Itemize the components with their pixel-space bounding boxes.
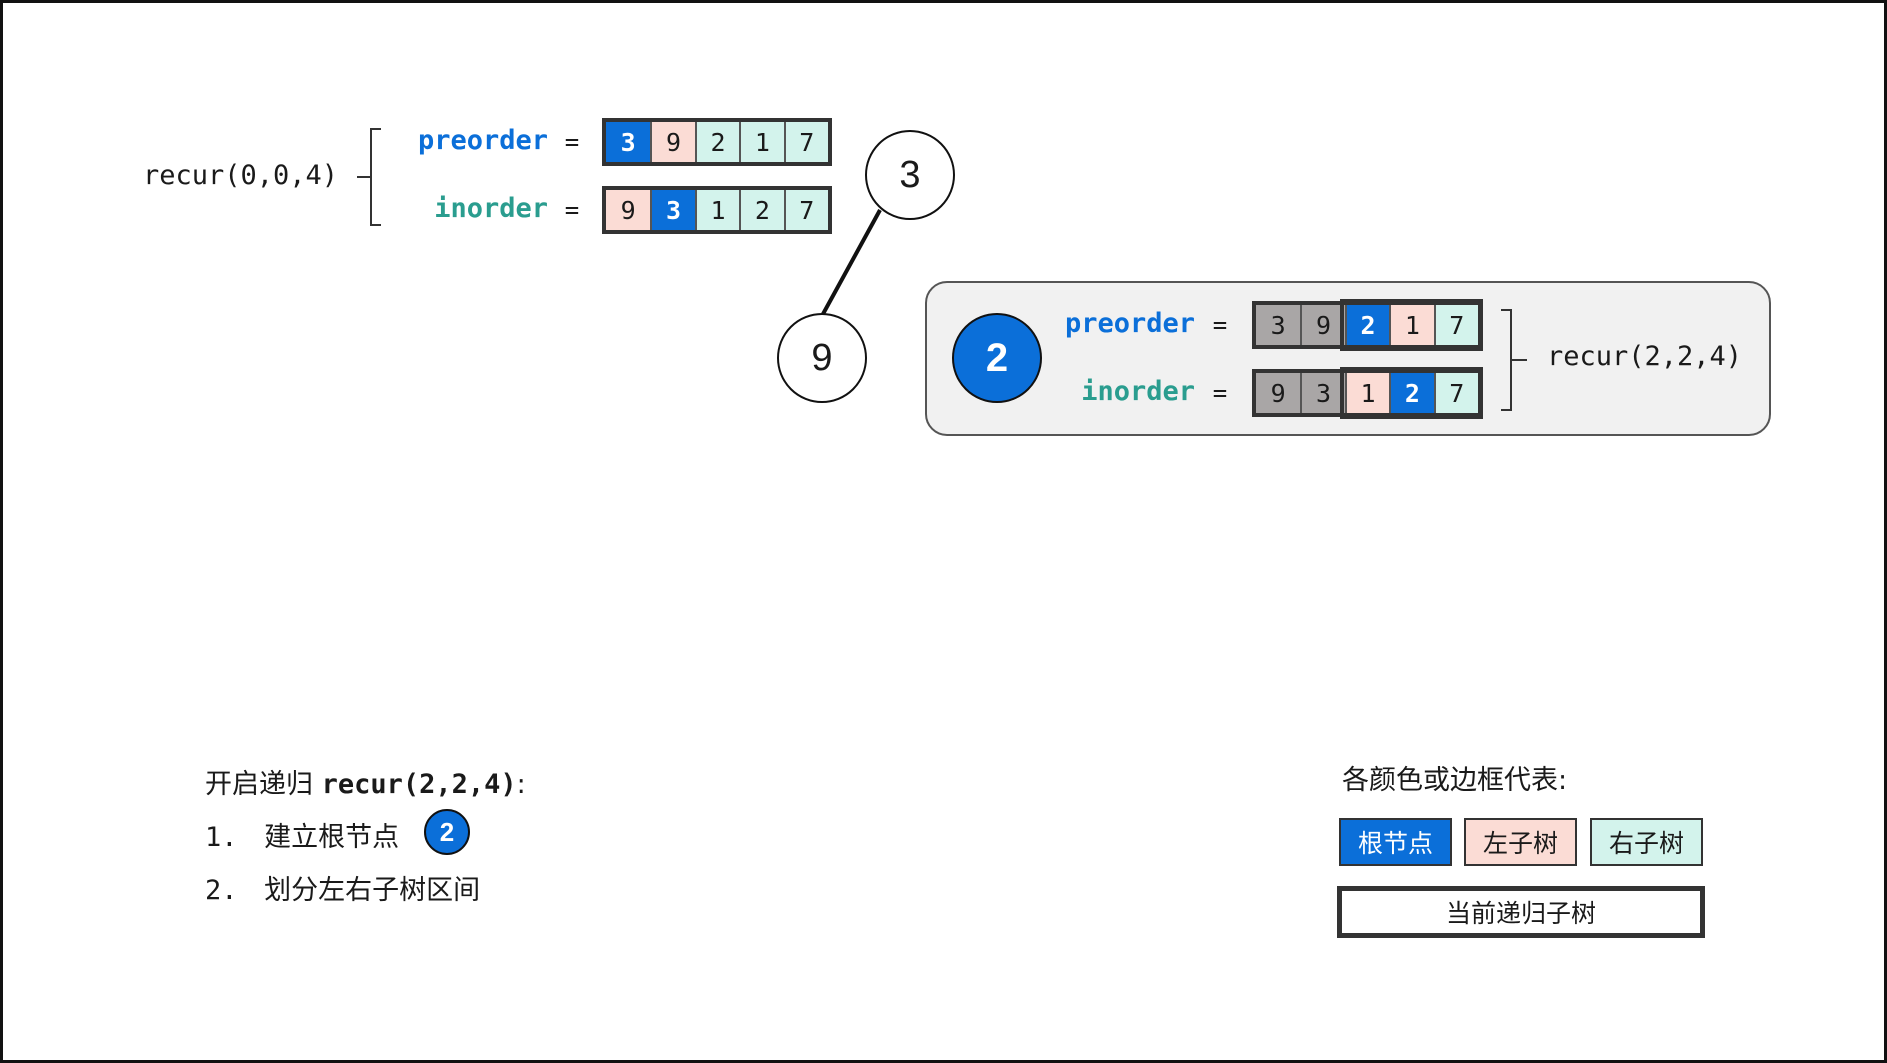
legend-left-subtree: 左子树 xyxy=(1464,818,1577,866)
active-inorder-cell-0: 9 xyxy=(1256,373,1301,413)
top-preorder-array: 3 9 2 1 7 xyxy=(602,118,832,166)
step-2: 2. 划分左右子树区间 xyxy=(205,868,480,907)
top-call-label: recur(0,0,4) xyxy=(143,160,339,191)
active-preorder-cell-1: 9 xyxy=(1300,305,1345,345)
legend-title: 各颜色或边框代表: xyxy=(1342,765,1568,796)
top-preorder-cell-4: 7 xyxy=(783,122,829,162)
active-call-label: recur(2,2,4) xyxy=(1547,341,1743,372)
legend-right-subtree: 右子树 xyxy=(1590,818,1703,866)
step-1-number: 1. xyxy=(205,822,238,853)
top-preorder-cell-3: 1 xyxy=(739,122,784,162)
active-preorder-cell-2: 2 xyxy=(1344,305,1390,345)
active-preorder-eq: = xyxy=(1212,311,1228,339)
edge-3-9 xyxy=(821,209,882,315)
active-preorder-current-subtree xyxy=(1340,299,1483,351)
active-inorder-cell-1: 3 xyxy=(1300,373,1345,413)
top-inorder-array: 9 3 1 2 7 xyxy=(602,186,832,234)
top-inorder-cell-1: 3 xyxy=(650,190,695,230)
active-inorder-cell-3: 2 xyxy=(1389,373,1434,413)
step-2-text: 划分左右子树区间 xyxy=(264,875,481,906)
active-inorder-eq: = xyxy=(1212,379,1228,407)
top-inorder-cell-3: 2 xyxy=(739,190,784,230)
top-preorder-cell-0: 3 xyxy=(606,122,651,162)
step-2-number: 2. xyxy=(205,875,238,906)
active-preorder-cell-0: 3 xyxy=(1256,305,1301,345)
step-1-text: 建立根节点 xyxy=(264,822,400,853)
active-preorder-cell-4: 7 xyxy=(1433,305,1479,345)
step-1: 1. 建立根节点 xyxy=(205,815,399,854)
active-inorder-label: inorder xyxy=(1081,376,1195,407)
top-inorder-eq: = xyxy=(564,196,580,224)
tree-node-root: 3 xyxy=(865,130,955,220)
active-inorder-array: 9 3 1 2 7 xyxy=(1252,369,1482,417)
steps-title: 开启递归 recur(2,2,4): xyxy=(205,762,526,801)
steps-title-prefix: 开启递归 xyxy=(205,769,322,800)
steps-title-code: recur(2,2,4) xyxy=(321,769,517,800)
top-call-brace xyxy=(357,128,381,226)
top-preorder-cell-1: 9 xyxy=(650,122,695,162)
active-preorder-cell-3: 1 xyxy=(1389,305,1434,345)
top-preorder-label: preorder xyxy=(417,125,548,156)
top-preorder-cell-2: 2 xyxy=(694,122,740,162)
active-preorder-label: preorder xyxy=(1064,308,1195,339)
tree-node-left: 9 xyxy=(777,313,867,403)
active-call-brace xyxy=(1501,309,1527,411)
top-inorder-label: inorder xyxy=(434,193,548,224)
active-inorder-cell-4: 7 xyxy=(1433,373,1479,413)
legend-root: 根节点 xyxy=(1339,818,1452,866)
top-inorder-cell-4: 7 xyxy=(783,190,829,230)
steps-title-suffix: : xyxy=(516,769,526,800)
active-inorder-cell-2: 1 xyxy=(1344,373,1390,413)
legend-current-subtree: 当前递归子树 xyxy=(1337,886,1705,938)
top-preorder-eq: = xyxy=(564,128,580,156)
active-node: 2 xyxy=(952,313,1042,403)
top-inorder-cell-0: 9 xyxy=(606,190,651,230)
step-1-node: 2 xyxy=(424,809,470,855)
top-inorder-cell-2: 1 xyxy=(694,190,740,230)
active-inorder-current-subtree xyxy=(1340,367,1483,419)
